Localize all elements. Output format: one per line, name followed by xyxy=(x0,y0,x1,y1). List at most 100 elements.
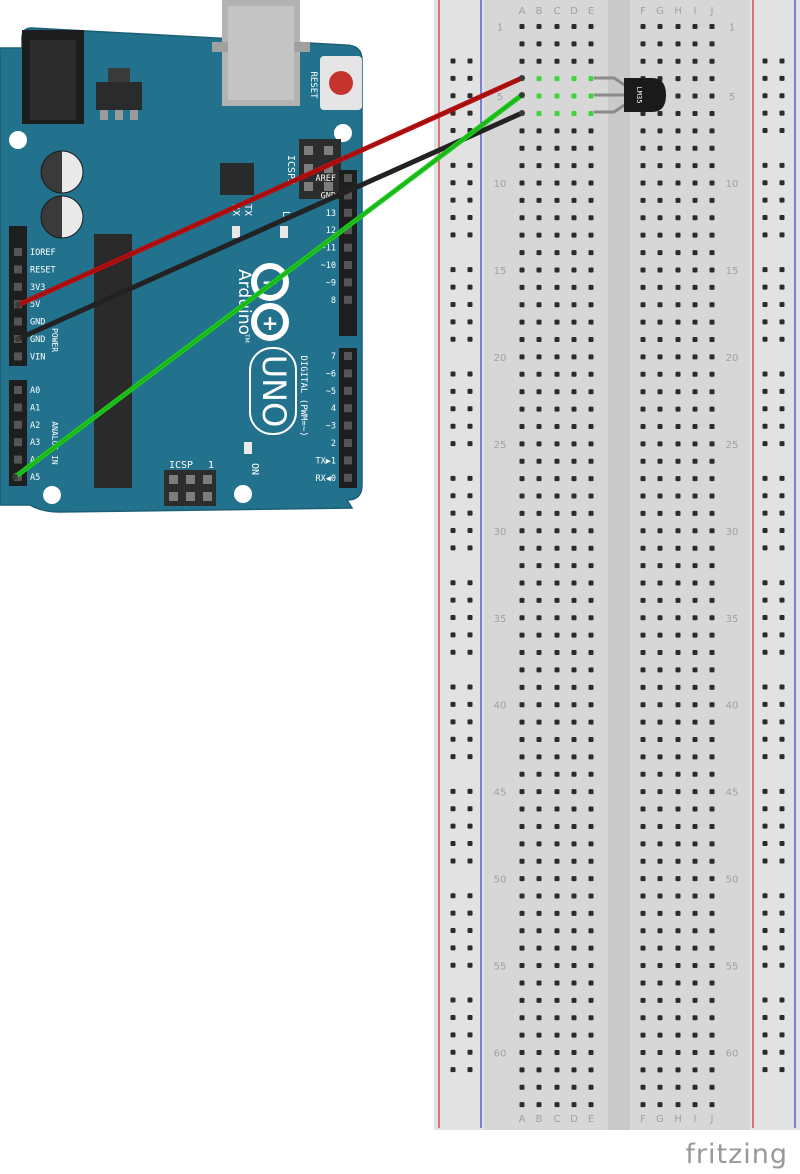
breadboard-hole[interactable] xyxy=(675,24,681,29)
breadboard-hole[interactable] xyxy=(675,615,681,621)
power-rail-hole[interactable] xyxy=(762,267,768,273)
breadboard-hole[interactable] xyxy=(519,632,525,638)
breadboard-hole[interactable] xyxy=(657,823,663,829)
power-rail-hole[interactable] xyxy=(450,336,456,342)
breadboard-hole[interactable] xyxy=(640,841,646,847)
breadboard-hole[interactable] xyxy=(519,128,525,134)
breadboard-hole[interactable] xyxy=(554,806,560,812)
breadboard-hole[interactable] xyxy=(709,841,715,847)
breadboard-hole[interactable] xyxy=(519,319,525,325)
power-rail-hole[interactable] xyxy=(450,719,456,725)
breadboard-hole[interactable] xyxy=(640,719,646,725)
breadboard-hole[interactable] xyxy=(588,406,594,412)
breadboard-hole[interactable] xyxy=(571,563,577,569)
breadboard-hole[interactable] xyxy=(657,1050,663,1056)
breadboard-hole[interactable] xyxy=(519,284,525,290)
breadboard-hole[interactable] xyxy=(657,302,663,308)
power-rail-hole[interactable] xyxy=(450,649,456,655)
power-rail-hole[interactable] xyxy=(450,597,456,603)
breadboard-hole[interactable] xyxy=(675,58,681,64)
breadboard-hole[interactable] xyxy=(554,337,560,343)
power-rail-hole[interactable] xyxy=(467,58,473,64)
power-rail-hole[interactable] xyxy=(779,597,785,603)
breadboard-hole[interactable] xyxy=(640,684,646,690)
power-rail-hole[interactable] xyxy=(779,545,785,551)
breadboard-hole[interactable] xyxy=(675,197,681,203)
power-rail-hole[interactable] xyxy=(467,319,473,325)
breadboard-hole[interactable] xyxy=(692,997,698,1003)
breadboard-hole[interactable] xyxy=(657,267,663,273)
breadboard-hole[interactable] xyxy=(640,354,646,360)
breadboard-hole[interactable] xyxy=(692,371,698,377)
breadboard-hole[interactable] xyxy=(519,580,525,586)
breadboard-hole[interactable] xyxy=(657,1067,663,1073)
breadboard-hole[interactable] xyxy=(519,406,525,412)
power-rail-hole[interactable] xyxy=(779,493,785,499)
breadboard-hole[interactable] xyxy=(536,684,542,690)
power-rail-hole[interactable] xyxy=(762,736,768,742)
breadboard-hole[interactable] xyxy=(640,267,646,273)
breadboard-hole[interactable] xyxy=(588,458,594,464)
breadboard-hole[interactable] xyxy=(536,128,542,134)
breadboard-hole[interactable] xyxy=(640,1067,646,1073)
power-rail-hole[interactable] xyxy=(779,754,785,760)
breadboard-hole[interactable] xyxy=(640,597,646,603)
breadboard-hole[interactable] xyxy=(692,736,698,742)
breadboard-hole[interactable] xyxy=(554,232,560,238)
breadboard-hole[interactable] xyxy=(519,24,525,29)
breadboard-hole[interactable] xyxy=(588,1067,594,1073)
breadboard-hole[interactable] xyxy=(588,58,594,64)
breadboard-hole[interactable] xyxy=(536,389,542,395)
breadboard-hole[interactable] xyxy=(536,563,542,569)
breadboard-hole[interactable] xyxy=(657,789,663,795)
breadboard-hole[interactable] xyxy=(554,441,560,447)
breadboard-hole[interactable] xyxy=(675,1015,681,1021)
power-rail-hole[interactable] xyxy=(450,788,456,794)
power-rail-hole[interactable] xyxy=(467,510,473,516)
breadboard-hole[interactable] xyxy=(675,684,681,690)
header-pin[interactable] xyxy=(344,421,352,430)
breadboard-hole[interactable] xyxy=(640,928,646,934)
breadboard-hole[interactable] xyxy=(640,232,646,238)
breadboard-hole[interactable] xyxy=(571,528,577,534)
breadboard-hole[interactable] xyxy=(709,789,715,795)
power-rail-hole[interactable] xyxy=(450,406,456,412)
breadboard-hole[interactable] xyxy=(709,684,715,690)
breadboard-hole[interactable] xyxy=(519,893,525,899)
power-rail-hole[interactable] xyxy=(762,197,768,203)
power-rail-hole[interactable] xyxy=(779,371,785,377)
power-rail-hole[interactable] xyxy=(779,962,785,968)
power-rail-hole[interactable] xyxy=(779,806,785,812)
power-rail-hole[interactable] xyxy=(779,858,785,864)
breadboard-hole[interactable] xyxy=(709,493,715,499)
breadboard-hole[interactable] xyxy=(709,163,715,169)
power-rail-hole[interactable] xyxy=(779,388,785,394)
breadboard-hole[interactable] xyxy=(657,458,663,464)
breadboard-hole[interactable] xyxy=(519,1050,525,1056)
breadboard-hole[interactable] xyxy=(519,1032,525,1038)
breadboard-hole[interactable] xyxy=(692,267,698,273)
breadboard-hole[interactable] xyxy=(657,128,663,134)
breadboard-hole[interactable] xyxy=(692,302,698,308)
breadboard-hole[interactable] xyxy=(709,997,715,1003)
breadboard-hole[interactable] xyxy=(675,110,681,116)
breadboard-hole[interactable] xyxy=(640,858,646,864)
breadboard-hole[interactable] xyxy=(657,215,663,221)
breadboard-hole[interactable] xyxy=(588,597,594,603)
breadboard-hole[interactable] xyxy=(675,736,681,742)
breadboard-hole[interactable] xyxy=(709,458,715,464)
breadboard-hole[interactable] xyxy=(709,145,715,151)
power-rail-hole[interactable] xyxy=(467,580,473,586)
breadboard-hole[interactable] xyxy=(640,58,646,64)
header-pin[interactable] xyxy=(344,404,352,413)
breadboard-hole[interactable] xyxy=(675,41,681,47)
breadboard-hole[interactable] xyxy=(657,41,663,47)
breadboard-hole[interactable] xyxy=(554,597,560,603)
breadboard-hole[interactable] xyxy=(657,441,663,447)
breadboard-hole[interactable] xyxy=(588,110,594,116)
header-pin[interactable] xyxy=(14,420,22,429)
power-rail-hole[interactable] xyxy=(450,858,456,864)
power-rail-hole[interactable] xyxy=(467,614,473,620)
breadboard-hole[interactable] xyxy=(692,1102,698,1108)
breadboard-hole[interactable] xyxy=(554,841,560,847)
